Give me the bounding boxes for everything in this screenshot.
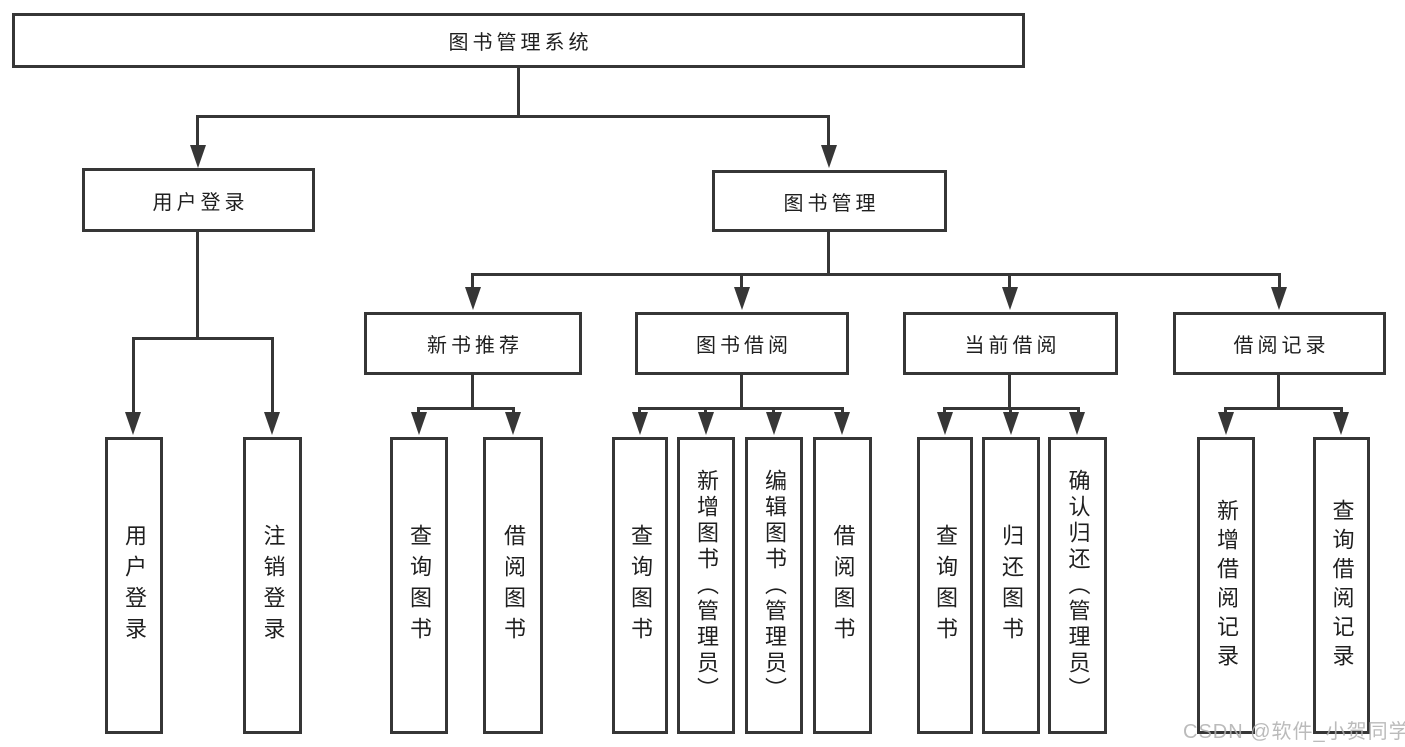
arrow-down-icon (1069, 412, 1085, 435)
node-bb-search-books: 查询图书 (612, 437, 668, 734)
node-borrow-records: 借阅记录 (1173, 312, 1386, 375)
connector-line (827, 232, 830, 276)
connector-line (196, 115, 830, 118)
connector-line (132, 337, 274, 340)
node-book-borrow: 图书借阅 (635, 312, 849, 375)
connector-line (1340, 407, 1343, 414)
node-bb-edit-books-admin: 编辑图书（管理员） (745, 437, 803, 734)
connector-line (417, 407, 420, 414)
node-current-borrow-label: 当前借阅 (964, 335, 1061, 357)
connector-line (471, 273, 474, 288)
connector-line (638, 407, 844, 410)
node-bb-edit-books-admin-label: 编辑图书（管理员） (762, 468, 787, 703)
node-book-management-label: 图书管理 (783, 192, 880, 215)
csdn-watermark: CSDN @软件_小贺同学 (1183, 721, 1405, 743)
connector-line (1224, 407, 1343, 410)
connector-line (772, 407, 775, 414)
node-new-book-recommend-label: 新书推荐 (427, 335, 523, 357)
connector-line (1277, 375, 1280, 410)
node-br-add-record: 新增借阅记录 (1197, 437, 1255, 734)
arrow-down-icon (505, 412, 521, 435)
connector-line (740, 273, 743, 288)
connector-line (271, 337, 274, 413)
connector-line (196, 115, 199, 146)
node-bb-borrow-books-label: 借阅图书 (830, 523, 856, 648)
arrow-down-icon (821, 145, 837, 168)
node-book-management: 图书管理 (712, 170, 947, 232)
arrow-down-icon (698, 412, 714, 435)
node-new-book-recommend: 新书推荐 (364, 312, 582, 375)
arrow-down-icon (632, 412, 648, 435)
connector-line (1008, 273, 1011, 288)
connector-line (841, 407, 844, 414)
node-nb-search-books-label: 查询图书 (407, 523, 432, 648)
connector-line (740, 375, 743, 410)
connector-line (471, 375, 474, 410)
node-ul-logout: 注销登录 (243, 437, 302, 734)
node-bb-borrow-books: 借阅图书 (813, 437, 872, 734)
node-root: 图书管理系统 (12, 13, 1025, 68)
node-user-login: 用户登录 (82, 168, 315, 232)
node-cb-search-books: 查询图书 (917, 437, 973, 734)
arrow-down-icon (411, 412, 427, 435)
connector-line (512, 407, 515, 414)
node-root-label: 图书管理系统 (448, 32, 593, 54)
arrow-down-icon (190, 145, 206, 168)
arrow-down-icon (125, 412, 141, 435)
connector-line (1009, 407, 1012, 414)
arrow-down-icon (766, 412, 782, 435)
connector-line (943, 407, 946, 414)
node-nb-borrow-books-label: 借阅图书 (501, 523, 526, 648)
arrow-down-icon (1003, 412, 1019, 435)
node-cb-return-books: 归还图书 (982, 437, 1040, 734)
node-bb-add-books-admin-label: 新增图书（管理员） (694, 468, 719, 703)
connector-line (827, 115, 830, 146)
node-bb-search-books-label: 查询图书 (628, 523, 653, 648)
connector-line (471, 273, 1281, 276)
connector-line (1224, 407, 1227, 414)
node-ul-user-login-label: 用户登录 (122, 523, 147, 648)
arrow-down-icon (264, 412, 280, 435)
node-cb-return-books-label: 归还图书 (999, 523, 1024, 648)
node-current-borrow: 当前借阅 (903, 312, 1118, 375)
node-br-search-record: 查询借阅记录 (1313, 437, 1370, 734)
connector-line (1278, 273, 1281, 288)
connector-line (1008, 375, 1011, 410)
node-borrow-records-label: 借阅记录 (1233, 335, 1330, 357)
arrow-down-icon (1333, 412, 1349, 435)
connector-line (638, 407, 641, 414)
node-ul-logout-label: 注销登录 (260, 523, 286, 648)
node-cb-confirm-return-admin: 确认归还（管理员） (1048, 437, 1107, 734)
connector-line (196, 232, 199, 340)
node-ul-user-login: 用户登录 (105, 437, 163, 734)
connector-line (517, 68, 520, 118)
connector-line (704, 407, 707, 414)
arrow-down-icon (465, 287, 481, 310)
arrow-down-icon (1218, 412, 1234, 435)
node-nb-search-books: 查询图书 (390, 437, 448, 734)
node-br-add-record-label: 新增借阅记录 (1214, 498, 1239, 673)
connector-line (132, 337, 135, 413)
node-cb-search-books-label: 查询图书 (933, 523, 958, 648)
node-nb-borrow-books: 借阅图书 (483, 437, 543, 734)
arrow-down-icon (734, 287, 750, 310)
connector-line (1077, 407, 1080, 414)
node-bb-add-books-admin: 新增图书（管理员） (677, 437, 735, 734)
node-book-borrow-label: 图书借阅 (696, 335, 792, 357)
arrow-down-icon (1271, 287, 1287, 310)
node-cb-confirm-return-admin-label: 确认归还（管理员） (1065, 468, 1091, 703)
arrow-down-icon (937, 412, 953, 435)
arrow-down-icon (834, 412, 850, 435)
arrow-down-icon (1002, 287, 1018, 310)
connector-line (417, 407, 515, 410)
node-user-login-label: 用户登录 (152, 191, 249, 214)
node-br-search-record-label: 查询借阅记录 (1329, 498, 1355, 673)
